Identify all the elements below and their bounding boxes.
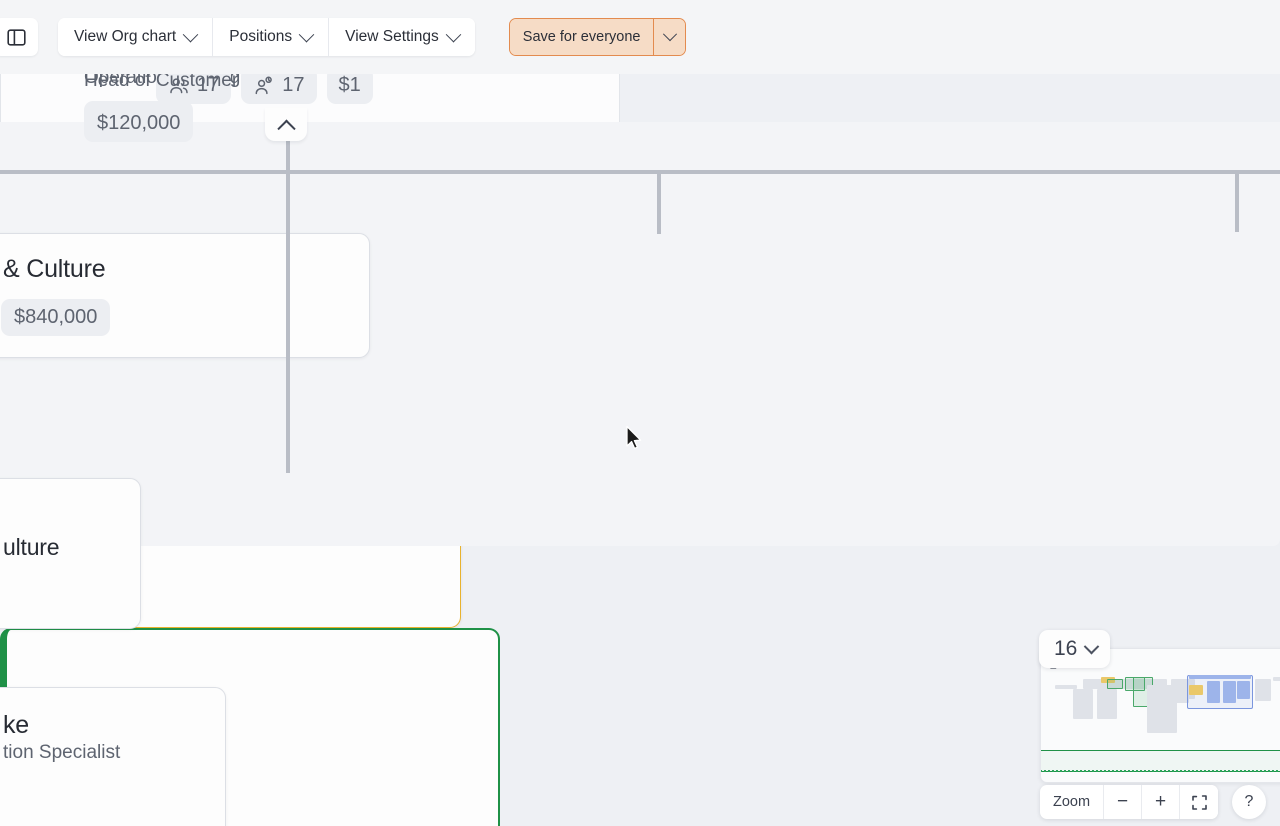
node-person-role: tion Specialist <box>3 742 121 763</box>
chevron-down-icon <box>298 26 315 42</box>
node-person-role: Head of Customer <box>84 70 239 91</box>
help-button[interactable]: ? <box>1232 785 1266 819</box>
top-toolbar: View Org chart Positions View Settings S… <box>0 0 1280 74</box>
positions-button[interactable]: Positions <box>213 18 330 56</box>
button-label: Positions <box>229 28 293 45</box>
chevron-up-icon <box>276 119 296 138</box>
zoom-out-button[interactable]: − <box>1104 785 1143 819</box>
badge-value: 17 <box>197 74 220 96</box>
minimap-canvas <box>1041 649 1280 782</box>
chevron-down-icon <box>662 27 678 42</box>
connector-horizontal <box>0 170 1280 174</box>
mouse-cursor <box>624 424 644 457</box>
zoom-label: Zoom <box>1040 785 1105 819</box>
chevron-down-icon <box>445 26 462 42</box>
view-settings-button[interactable]: View Settings <box>329 18 475 56</box>
button-label: View Org chart <box>74 28 177 45</box>
save-for-everyone-button[interactable]: Save for everyone <box>509 19 655 55</box>
minimap-viewport[interactable] <box>1041 750 1280 772</box>
view-button-group: View Org chart Positions View Settings <box>58 18 475 56</box>
connector-vertical-teodor <box>286 141 290 473</box>
chevron-down-icon <box>182 26 199 42</box>
collapse-department-button[interactable] <box>265 108 307 141</box>
node-budget-pill: $840,000 <box>1 299 111 336</box>
zoom-in-button[interactable]: + <box>1142 785 1181 819</box>
view-org-chart-button[interactable]: View Org chart <box>58 18 214 56</box>
fit-to-screen-button[interactable] <box>1180 785 1219 819</box>
badge-value: $1 <box>338 74 361 96</box>
node-title: ulture <box>3 534 60 560</box>
collapsed-children-count-badge[interactable]: 16 <box>1039 630 1111 668</box>
node-person-name: ke <box>3 711 30 739</box>
connector-vertical-vacancy <box>657 172 661 234</box>
node-title: & Culture <box>3 255 106 283</box>
node-person-specialist[interactable]: ke tion Specialist <box>0 687 226 826</box>
minimap[interactable] <box>1040 648 1280 783</box>
node-salary-pill: $120,000 <box>84 105 194 142</box>
zoom-controls[interactable]: Zoom − + <box>1040 785 1219 819</box>
badge-value: 17 <box>282 74 305 96</box>
collapsed-count: 16 <box>1054 637 1078 660</box>
node-culture-child[interactable]: ulture <box>0 478 141 629</box>
save-dropdown-button[interactable] <box>654 19 686 55</box>
chevron-down-icon <box>1084 638 1100 654</box>
connector-vertical-dept-cs <box>1235 172 1239 232</box>
button-label: View Settings <box>345 28 439 45</box>
node-department-people-culture[interactable]: & Culture $840,000 <box>0 233 370 358</box>
save-button-group: Save for everyone <box>508 18 687 56</box>
sidebar-panel-icon[interactable] <box>0 18 38 56</box>
